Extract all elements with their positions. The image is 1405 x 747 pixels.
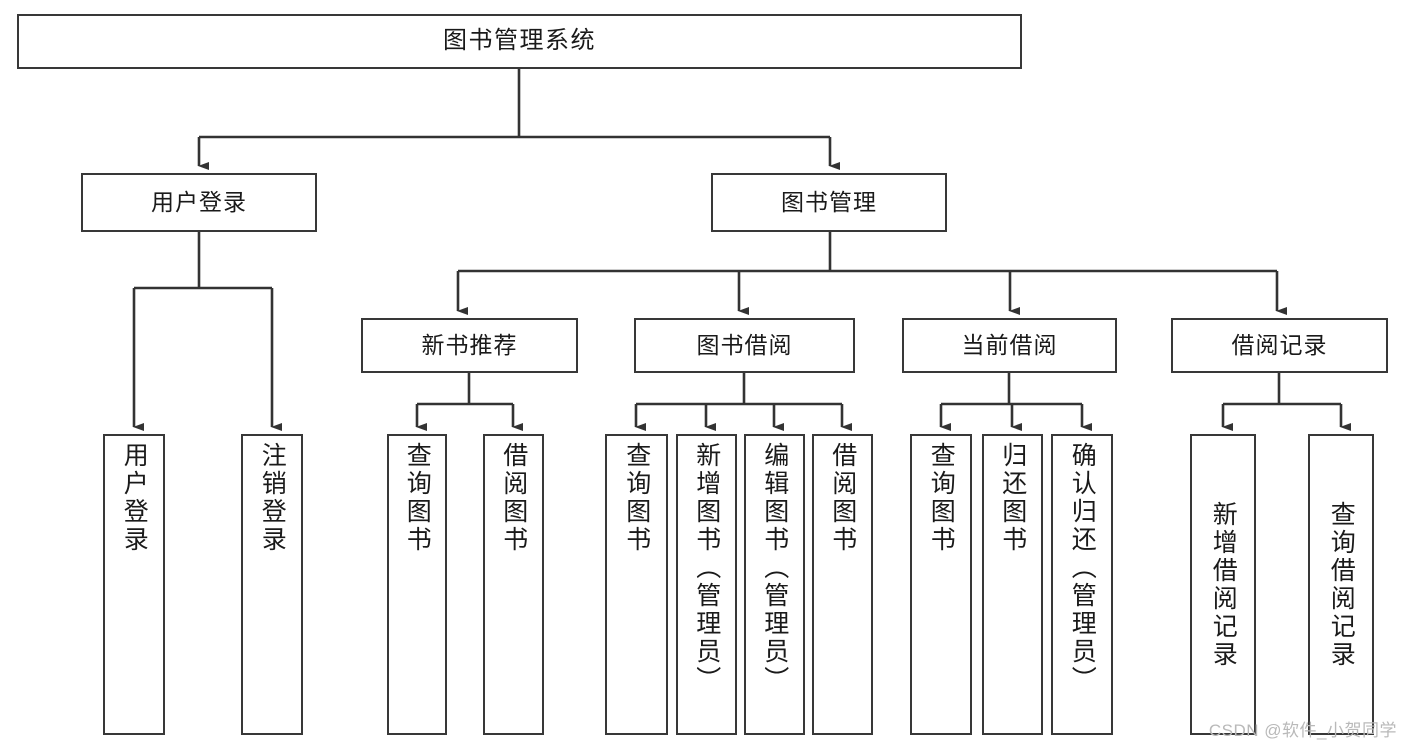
leaf-query-books-borrow[interactable]: 查询图书 [605,434,668,735]
leaf-return-book[interactable]: 归还图书 [982,434,1043,735]
leaf-confirm-return-admin[interactable]: 确认归还（管理员） [1051,434,1113,735]
node-root[interactable]: 图书管理系统 [17,14,1022,69]
leaf-query-books-recommend[interactable]: 查询图书 [387,434,447,735]
leaf-label: 用户登录 [120,442,149,554]
leaf-label: 查询图书 [927,442,956,554]
leaf-logout-login[interactable]: 注销登录 [241,434,303,735]
node-user-login[interactable]: 用户登录 [81,173,317,232]
leaf-query-borrow-record[interactable]: 查询借阅记录 [1308,434,1374,735]
leaf-user-login[interactable]: 用户登录 [103,434,165,735]
leaf-label: 查询图书 [622,442,651,554]
leaf-label: 归还图书 [998,442,1027,554]
node-user-login-label: 用户登录 [151,188,247,215]
leaf-label: 注销登录 [258,442,287,554]
leaf-label: 借阅图书 [499,442,528,554]
node-book-borrow-label: 图书借阅 [696,331,793,358]
leaf-label: 新增图书（管理员） [692,442,721,694]
leaf-add-borrow-record[interactable]: 新增借阅记录 [1190,434,1256,735]
csdn-watermark: CSDN @软件_小贺同学 [1208,721,1397,740]
leaf-label: 借阅图书 [828,442,857,554]
node-book-management[interactable]: 图书管理 [711,173,947,232]
node-current-borrow[interactable]: 当前借阅 [902,318,1117,373]
node-new-book-recommend[interactable]: 新书推荐 [361,318,578,373]
leaf-borrow-books-recommend[interactable]: 借阅图书 [483,434,544,735]
node-current-borrow-label: 当前借阅 [961,331,1058,358]
leaf-query-books-current[interactable]: 查询图书 [910,434,972,735]
node-borrow-records[interactable]: 借阅记录 [1171,318,1388,373]
node-new-book-recommend-label: 新书推荐 [421,331,518,358]
leaf-label: 新增借阅记录 [1209,500,1238,669]
leaf-label: 确认归还（管理员） [1068,442,1097,694]
node-book-management-label: 图书管理 [781,188,877,215]
node-root-label: 图书管理系统 [443,27,596,55]
leaf-label: 编辑图书（管理员） [760,442,789,694]
leaf-label: 查询借阅记录 [1327,500,1356,669]
leaf-label: 查询图书 [403,442,432,554]
leaf-edit-book-admin[interactable]: 编辑图书（管理员） [744,434,805,735]
leaf-add-book-admin[interactable]: 新增图书（管理员） [676,434,737,735]
leaf-borrow-book[interactable]: 借阅图书 [812,434,873,735]
node-book-borrow[interactable]: 图书借阅 [634,318,855,373]
node-borrow-records-label: 借阅记录 [1231,331,1328,358]
